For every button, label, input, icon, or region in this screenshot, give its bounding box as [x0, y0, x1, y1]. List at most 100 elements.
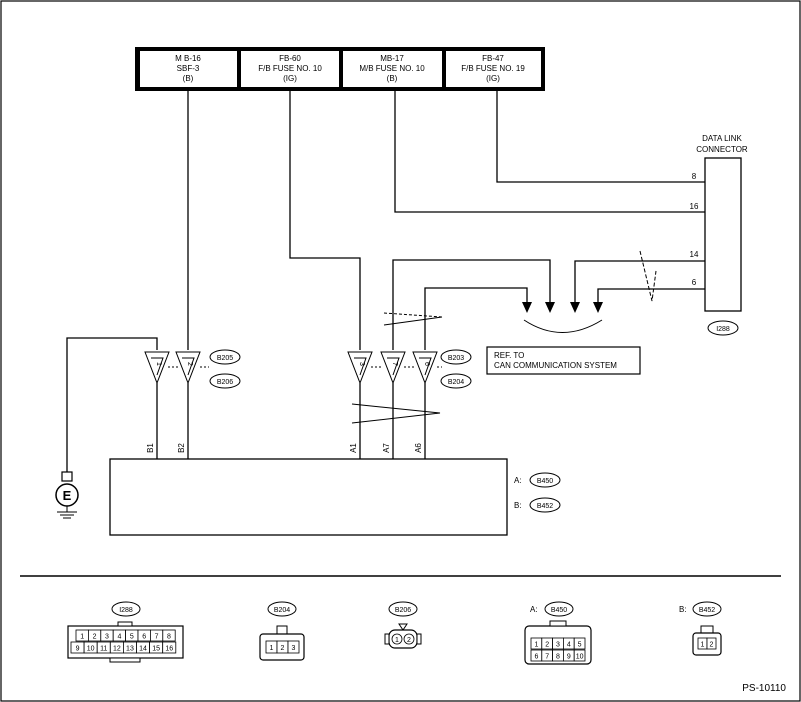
b206-oval: [209, 373, 241, 389]
ecm-conn-b-id: B452: [537, 503, 553, 510]
legend-b450-oval: [544, 601, 574, 617]
legend-b204-oval: [267, 601, 297, 617]
b206-label: B206: [217, 379, 233, 386]
wire-dlc6: [597, 288, 705, 305]
conn-a7-pin: 7: [391, 362, 398, 366]
legend-b452-pin-number: 2: [710, 642, 714, 649]
legend-b450-pin-number: 2: [545, 642, 549, 649]
arrow-a7: [545, 302, 555, 313]
ecm-conn-b-oval: [529, 497, 561, 513]
dlc-pin-6: 6: [692, 278, 697, 287]
ecm-conn-b-prefix: B:: [514, 501, 522, 510]
legend-b204-pin-number: 3: [292, 645, 296, 652]
dlc-body: [704, 157, 742, 312]
wire-ground: [66, 337, 158, 472]
legend-b450-pin-number: 6: [534, 654, 538, 661]
fuse-1-line1: FB-60: [279, 54, 301, 63]
b203-oval: [440, 349, 472, 365]
b203-label: B203: [448, 355, 464, 362]
conn-b2-pin: 2: [186, 362, 193, 366]
legend-i288-label: I288: [119, 607, 133, 614]
ground-symbol: E: [55, 471, 79, 519]
arrow-a6: [522, 302, 532, 313]
fuse-1-line2: F/B FUSE NO. 10: [258, 64, 322, 73]
legend-i288-pin-number: 13: [126, 646, 134, 653]
legend-b206-pin-number: 2: [407, 637, 411, 644]
ref-box-line1: REF. TO: [494, 351, 524, 360]
legend-b206-oval: [388, 601, 418, 617]
legend-b206-pin-number: 1: [395, 637, 399, 644]
fuse-2-line3: (B): [387, 74, 398, 83]
wire-mb10: [394, 91, 705, 213]
b204-label: B204: [448, 379, 464, 386]
data-link-connector: DATA LINK CONNECTOR 8 16 14 6 I288: [690, 134, 748, 336]
ref-bracket: [523, 319, 603, 333]
ground-label: E: [63, 488, 72, 503]
fuse-3-line2: F/B FUSE NO. 19: [461, 64, 525, 73]
dlc-label-1: DATA LINK: [702, 134, 742, 143]
fuse-box-row: M B-16 SBF-3 (B) FB-60 F/B FUSE NO. 10 (…: [135, 47, 545, 91]
conn-b1-triangle: [144, 351, 170, 385]
legend-i288-pin-number: 1: [80, 634, 84, 641]
wire-fb19: [496, 91, 705, 183]
ground-terminal: [61, 471, 73, 482]
legend-b452-pin-cell: [706, 637, 717, 650]
legend-i288-pin-number: 10: [87, 646, 95, 653]
conn-a1-triangle: [347, 351, 373, 385]
legend-b204-pin-number: 2: [281, 645, 285, 652]
fuse-0-line3: (B): [183, 74, 194, 83]
wires: [66, 91, 705, 472]
wire-can-a6: [424, 287, 528, 350]
twist-mark-upper: [383, 316, 443, 326]
legend-b450-pin-number: 5: [578, 642, 582, 649]
legend-b450-key: [549, 620, 567, 627]
conn-a6-triangle: [412, 351, 438, 385]
fuse-2-line2: M/B FUSE NO. 10: [359, 64, 425, 73]
wire-dlc14: [574, 260, 705, 305]
dlc-pin-14: 14: [690, 250, 699, 259]
legend-i288-pin-number: 9: [76, 646, 80, 653]
fuse-box-3: [446, 51, 541, 87]
legend-b450-label: B450: [551, 607, 567, 614]
legend-b452-latch: [700, 625, 714, 634]
ecm-pin-b1: B1: [146, 443, 155, 453]
connector-labels: B205 B206 B203 B204: [209, 349, 472, 389]
conn-a1-pin: 3: [358, 362, 365, 366]
legend-b450-pin-number: 7: [545, 654, 549, 661]
fuse-1-line3: (IG): [283, 74, 297, 83]
legend-b206-latch: [398, 623, 408, 631]
ecm-pin-b2: B2: [177, 443, 186, 453]
legend-b452-oval: [692, 601, 722, 617]
legend-b450-pin-number: 10: [576, 654, 584, 661]
legend-i288-pin-number: 3: [105, 634, 109, 641]
ecm-conn-a-oval: [529, 472, 561, 488]
ecm-pin-a6: A6: [414, 443, 423, 453]
fuse-0-line1: M B-16: [175, 54, 201, 63]
legend-i288-pin-cell: [162, 629, 176, 642]
legend-b206-label: B206: [395, 607, 411, 614]
ecm-pin-a7: A7: [382, 443, 391, 453]
ref-box: REF. TO CAN COMMUNICATION SYSTEM: [486, 346, 641, 375]
legend-b450-pin-number: 1: [534, 642, 538, 649]
dlc-pin-8: 8: [692, 172, 697, 181]
legend-i288-pin-number: 6: [142, 634, 146, 641]
legend-i288-pin-cell: [162, 641, 177, 654]
legend-i288-oval: [111, 601, 141, 617]
legend-i288-tab: [109, 657, 141, 663]
connector-triangles: 1 2 3 7 6: [144, 351, 442, 385]
legend-b450-prefix: A:: [530, 605, 538, 614]
legend-b452-label: B452: [699, 607, 715, 614]
conn-b2-triangle: [175, 351, 201, 385]
arrow-dlc14: [570, 302, 580, 313]
legend-b206-pin-cell: [403, 633, 415, 645]
